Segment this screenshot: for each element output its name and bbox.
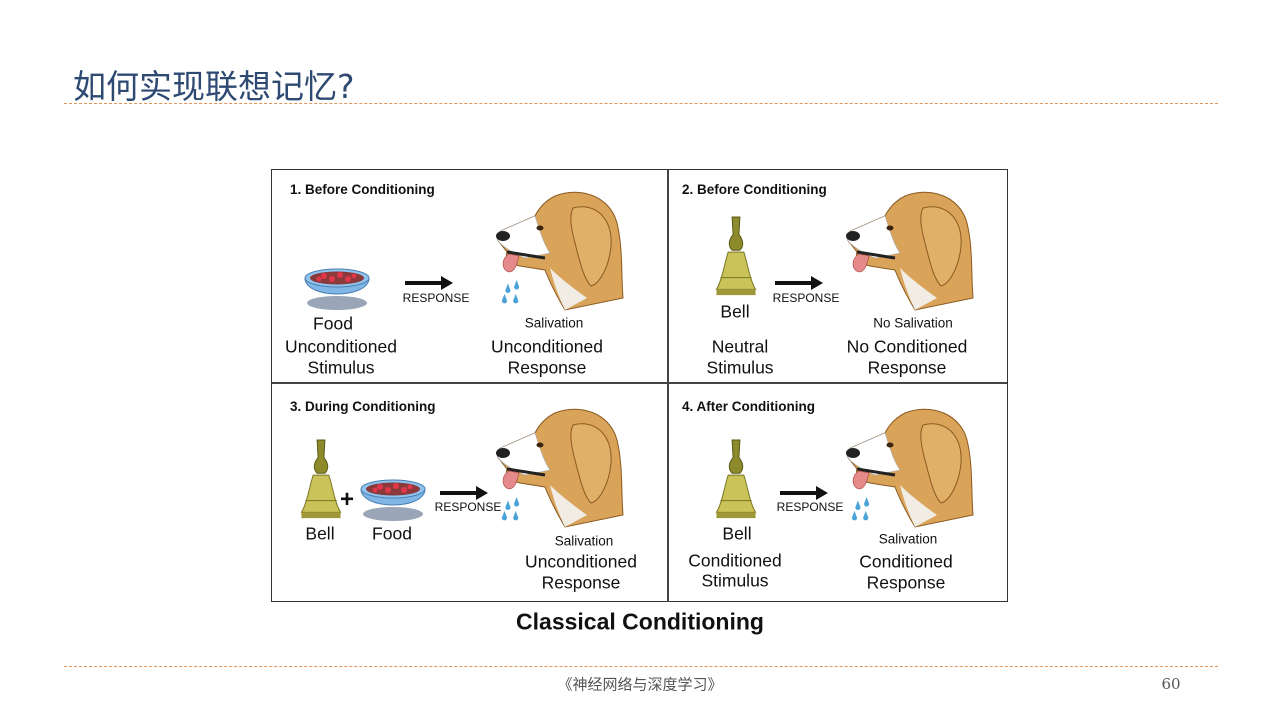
arrow-icon <box>440 486 488 500</box>
panel-2-stimulus-type-2: Stimulus <box>706 357 774 378</box>
panel-1-arrow-label: RESPONSE <box>402 291 470 305</box>
panel-1-response-type-2: Response <box>507 357 587 378</box>
arrow-icon <box>780 486 828 500</box>
dog-icon <box>845 188 975 313</box>
header-divider <box>64 103 1218 104</box>
panel-1-stimulus-type-2: Stimulus <box>307 357 375 378</box>
panel-1-title: 1. Before Conditioning <box>290 182 435 197</box>
food-bowl-icon <box>302 263 372 313</box>
panel-4-title: 4. After Conditioning <box>682 399 815 414</box>
panel-4-stimulus: Bell <box>722 523 752 544</box>
panel-1-response: Salivation <box>524 315 584 331</box>
panel-2-stimulus-type: Neutral <box>711 336 769 357</box>
bell-icon <box>714 438 758 526</box>
panel-4-response-type-2: Response <box>866 572 946 593</box>
panel-3-response: Salivation <box>554 533 614 549</box>
panel-3-stimulus-bell: Bell <box>305 523 335 544</box>
panel-3-title: 3. During Conditioning <box>290 399 436 414</box>
panel-2-stimulus: Bell <box>720 301 750 322</box>
slide-title: 如何实现联想记忆? <box>73 67 355 106</box>
panel-1-stimulus-type: Unconditioned <box>285 336 397 357</box>
panel-2-response-type-2: Response <box>867 357 947 378</box>
bell-icon <box>714 215 758 303</box>
panel-2-response: No Salivation <box>873 315 953 331</box>
panel-4-response: Salivation <box>878 531 938 547</box>
panel-1-response-type: Unconditioned <box>491 336 603 357</box>
panel-3-arrow-label: RESPONSE <box>434 500 502 514</box>
saliva-drops-icon <box>501 278 527 308</box>
panel-4-response-type: Conditioned <box>859 551 953 572</box>
panel-divider-vertical <box>667 170 669 602</box>
panel-2-title: 2. Before Conditioning <box>682 182 827 197</box>
saliva-drops-icon <box>851 495 877 525</box>
footer-book-title: 《神经网络与深度学习》 <box>557 675 723 694</box>
panel-divider-horizontal <box>272 382 1007 384</box>
figure-caption: Classical Conditioning <box>516 608 764 635</box>
panel-3-stimulus-food: Food <box>372 523 412 544</box>
panel-4-stimulus-type: Conditioned <box>688 550 782 571</box>
classical-conditioning-figure <box>271 169 1008 602</box>
panel-3-response-type-2: Response <box>541 572 621 593</box>
panel-2-response-type: No Conditioned <box>846 336 968 357</box>
food-bowl-icon <box>358 474 428 524</box>
page-number: 60 <box>1161 675 1181 693</box>
panel-4-arrow-label: RESPONSE <box>776 500 844 514</box>
footer-divider <box>64 666 1218 667</box>
panel-4-stimulus-type-2: Stimulus <box>701 570 769 591</box>
panel-1-stimulus: Food <box>313 313 353 334</box>
plus-sign: + <box>339 486 355 513</box>
saliva-drops-icon <box>501 495 527 525</box>
panel-2-arrow-label: RESPONSE <box>772 291 840 305</box>
panel-3-response-type: Unconditioned <box>525 551 637 572</box>
arrow-icon <box>405 276 453 290</box>
bell-icon <box>299 438 343 526</box>
arrow-icon <box>775 276 823 290</box>
